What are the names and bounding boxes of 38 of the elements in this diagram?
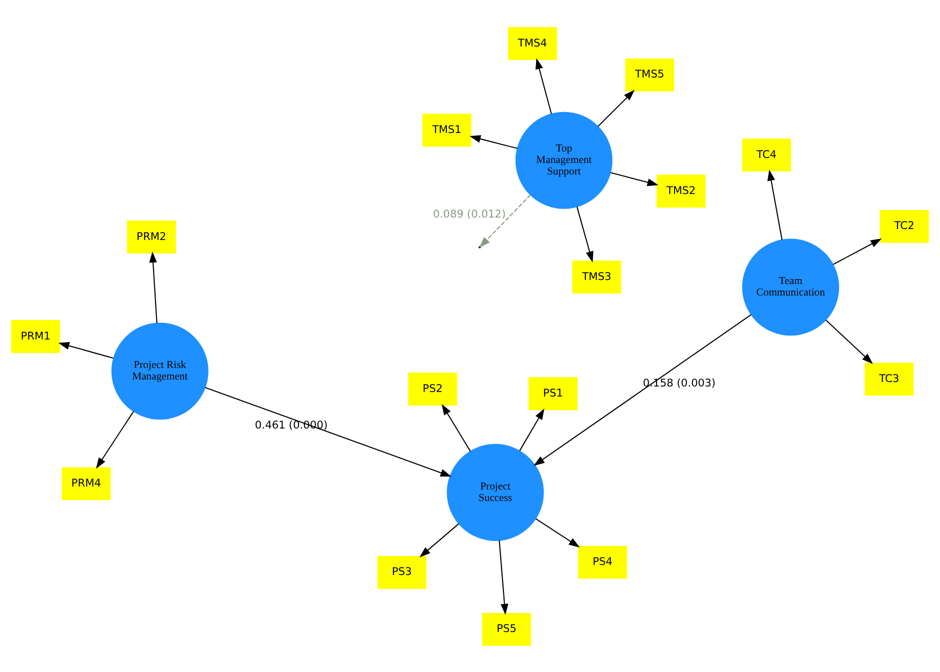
node-box: PS2: [408, 372, 458, 406]
node-box: TMS4: [508, 26, 557, 60]
node-box: TMS3: [572, 260, 622, 293]
arrow: [826, 319, 873, 364]
arrow: [536, 58, 552, 114]
arrow: [598, 89, 635, 126]
node-circle: Team Communication: [742, 238, 840, 336]
node-box: PRM2: [126, 220, 176, 253]
arrow: [610, 172, 658, 186]
arrow: [96, 410, 134, 468]
node-box: PRM4: [62, 466, 111, 500]
arrow: [58, 342, 114, 358]
node-box: TC4: [742, 138, 792, 171]
arrow: [470, 134, 518, 148]
node-box: TMS2: [656, 174, 706, 208]
arrow: [833, 238, 882, 264]
node-box: TMS5: [625, 58, 674, 91]
node-box: TMS1: [422, 113, 472, 146]
node-box: TC3: [864, 362, 914, 396]
arrow: [204, 386, 452, 476]
node-box: PRM1: [11, 320, 60, 352]
node-box: PS1: [528, 376, 578, 410]
arrow: [576, 206, 594, 262]
arrow: [149, 251, 158, 323]
arrow: [498, 540, 508, 614]
arrow: [519, 408, 544, 451]
node-circle: Top Management Support: [515, 111, 612, 208]
node-box: PS3: [377, 555, 426, 588]
node-box: TC2: [880, 209, 929, 242]
edge-label: 0.089 (0.012): [433, 207, 506, 220]
arrow: [536, 518, 580, 547]
arrow: [419, 522, 459, 557]
arrow: [534, 314, 752, 466]
arrow: [767, 169, 783, 240]
node-box: PS5: [482, 612, 532, 646]
node-box: PS4: [578, 545, 628, 578]
arrow: [442, 403, 471, 452]
node-circle: Project Risk Management: [111, 322, 208, 420]
